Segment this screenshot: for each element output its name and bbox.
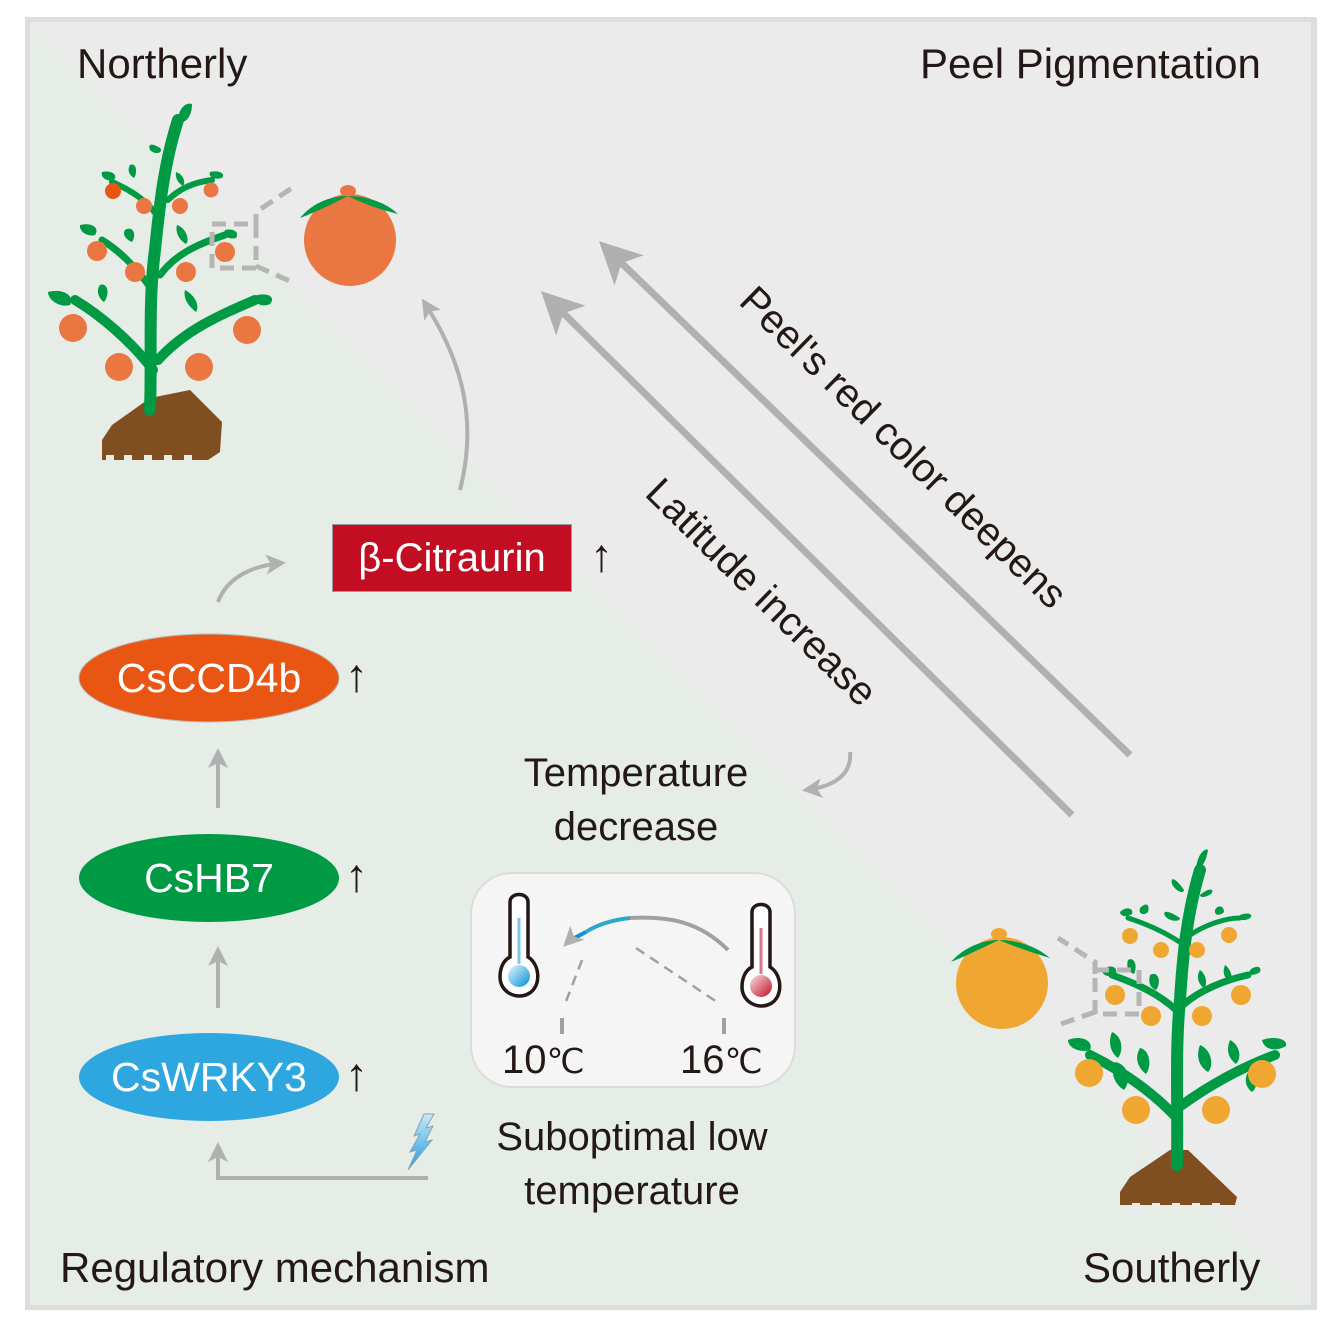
gene-cshb7-label: CsHB7 [144, 854, 274, 901]
temperature-decrease-label: Temperature decrease [486, 746, 786, 854]
warm-thermometer-icon [740, 902, 782, 1008]
cold-thermometer-icon [498, 892, 540, 998]
low-temp-value: 10 [502, 1038, 547, 1082]
regulatory-mechanism-title: Regulatory mechanism [60, 1244, 490, 1291]
citraurin-up-arrow-icon: ↑ [590, 529, 613, 581]
gene-csccd4b-label: CsCCD4b [116, 654, 302, 701]
cshb7-up-arrow-icon: ↑ [345, 849, 368, 901]
low-temp-label: 10℃ [502, 1038, 585, 1083]
southerly-tree-icon [1068, 849, 1287, 1209]
beta-citraurin-label: β-Citraurin [358, 535, 546, 580]
latitude-arrow [541, 291, 1075, 818]
stimulus-label: Suboptimal low temperature [452, 1110, 812, 1218]
ccd4b-to-citraurin-arrow [216, 554, 286, 603]
beta-citraurin-box: β-Citraurin [332, 524, 572, 592]
zoom-bracket-north [209, 185, 294, 285]
northerly-tree-icon [48, 103, 273, 461]
csccd4b-up-arrow-icon: ↑ [345, 649, 368, 701]
stimulus-to-wrky3-arrow [208, 1142, 428, 1180]
peel-color-arrow [598, 241, 1133, 758]
citraurin-to-fruit-arrow [421, 298, 470, 491]
gene-cswrky3: CsWRKY3 [79, 1033, 339, 1121]
stimulus-label-line1: Suboptimal low [496, 1115, 768, 1159]
temperature-decrease-line1: Temperature [523, 751, 749, 795]
gene-ellipse-cshb7 [79, 834, 339, 922]
lightning-icon [407, 1113, 435, 1171]
gene-ellipse-csccd4b [78, 633, 340, 723]
high-temp-unit: ℃ [724, 1043, 763, 1081]
southerly-label: Southerly [1083, 1244, 1261, 1291]
northerly-label: Northerly [77, 40, 248, 87]
gene-csccd4b: CsCCD4b [79, 634, 339, 722]
gene-cshb7: CsHB7 [79, 834, 339, 922]
high-temp-label: 16℃ [680, 1038, 763, 1083]
low-temp-unit: ℃ [546, 1043, 585, 1081]
gene-ellipse-cswrky3 [79, 1033, 339, 1121]
high-temp-value: 16 [680, 1038, 725, 1082]
peel-pigmentation-title: Peel Pigmentation [920, 40, 1261, 87]
latitude-to-temperature-arrow [802, 751, 853, 798]
north-fruit-closeup-icon [300, 185, 398, 286]
stimulus-label-line2: temperature [524, 1169, 740, 1213]
temperature-decrease-line2: decrease [553, 805, 719, 849]
zoom-bracket-south [1056, 935, 1142, 1028]
temperature-range-panel: 10℃ 16℃ [470, 872, 796, 1088]
south-fruit-closeup-icon [951, 928, 1050, 1029]
cswrky3-up-arrow-icon: ↑ [345, 1048, 368, 1100]
gene-cswrky3-label: CsWRKY3 [111, 1053, 307, 1100]
